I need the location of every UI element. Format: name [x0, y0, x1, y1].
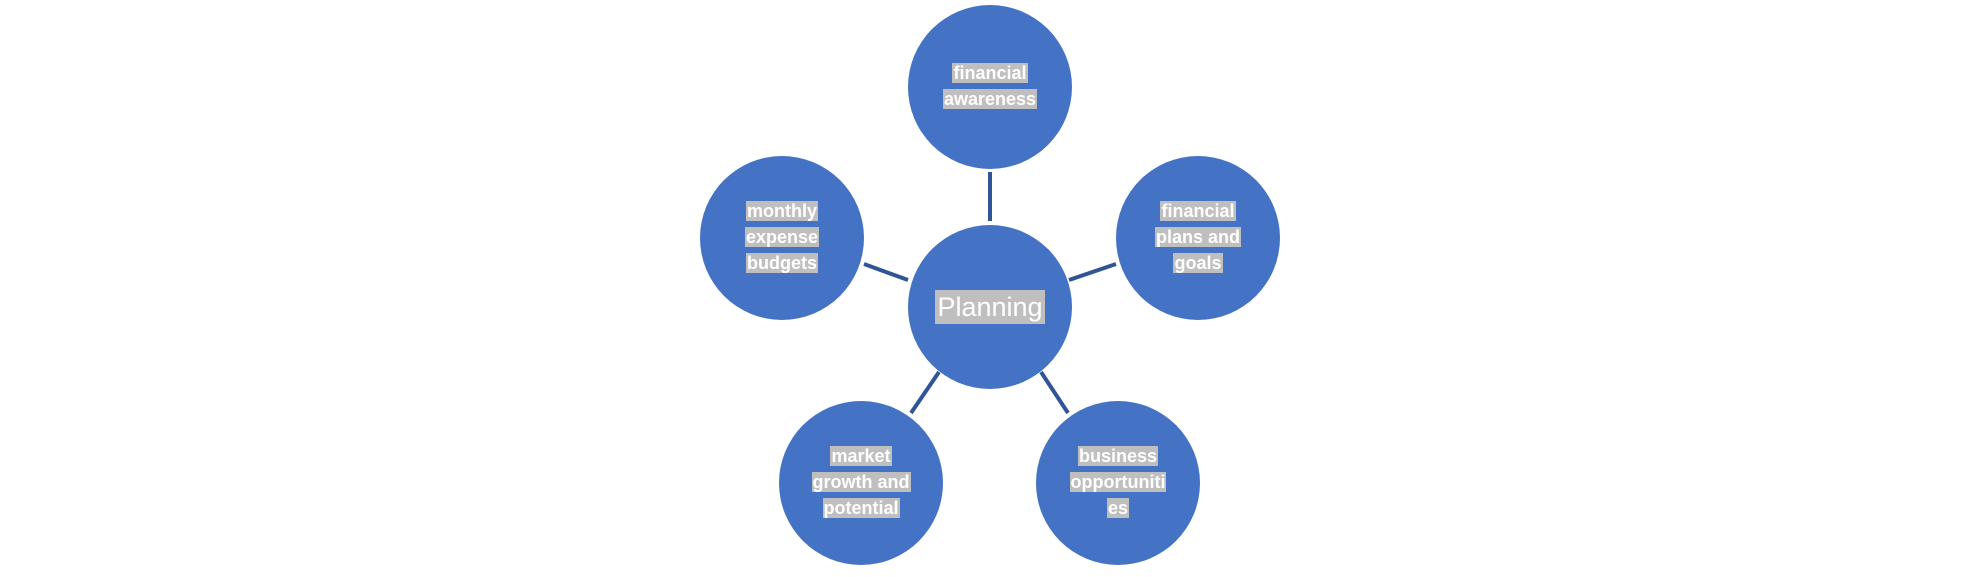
node-market-growth-and-potential: market growth and potential	[779, 401, 943, 565]
node-center-planning: Planning	[908, 225, 1072, 389]
connector-lower-left	[909, 370, 941, 415]
node-label: monthly expense budgets	[744, 201, 820, 273]
node-monthly-expense-budgets: monthly expense budgets	[700, 156, 864, 320]
connector-upper-left	[863, 262, 909, 282]
node-label: financial awareness	[942, 63, 1038, 109]
node-financial-awareness: financial awareness	[908, 5, 1072, 169]
connector-upper-right	[1068, 262, 1117, 282]
node-financial-plans-and-goals: financial plans and goals	[1116, 156, 1280, 320]
node-label: business opportuniti es	[1069, 446, 1167, 518]
node-business-opportunities: business opportuniti es	[1036, 401, 1200, 565]
node-label: financial plans and goals	[1154, 201, 1241, 273]
node-label: market growth and potential	[811, 446, 911, 518]
center-label: Planning	[935, 290, 1045, 324]
connector-lower-right	[1039, 370, 1070, 415]
